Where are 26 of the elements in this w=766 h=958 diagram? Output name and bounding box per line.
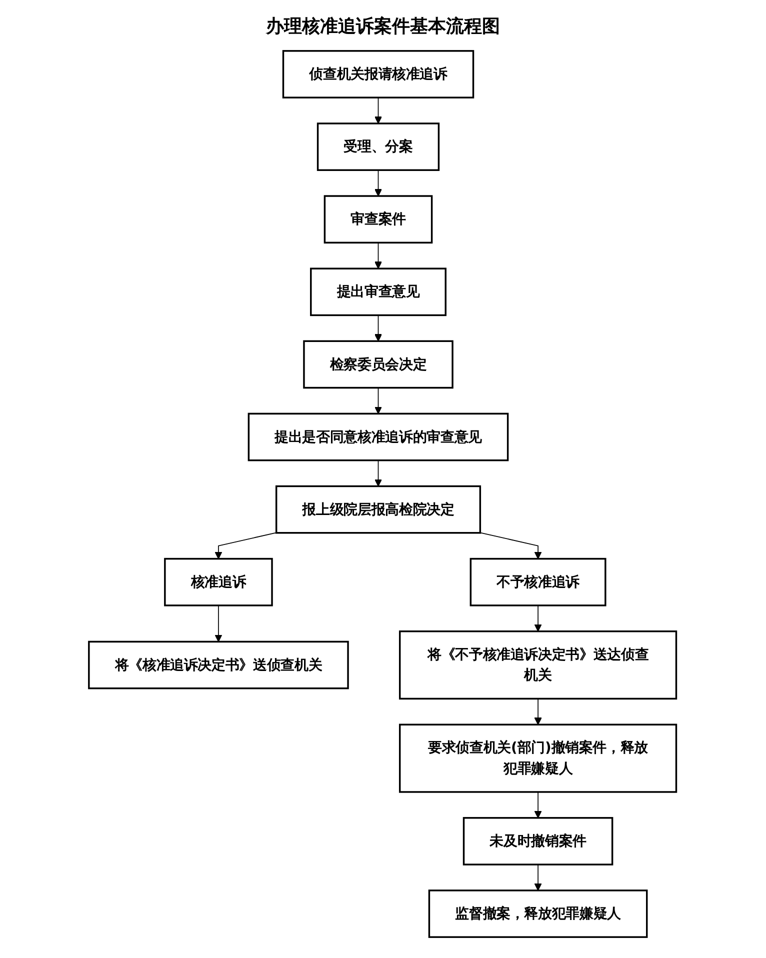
arrow [215,604,223,642]
diagram-title: 办理核准追诉案件基本流程图 [264,15,501,38]
arrow [534,864,542,891]
arrow [480,532,542,560]
node-box: 核准追诉 [164,558,274,606]
arrow [534,698,542,725]
arrow [374,460,382,487]
node-box: 检察委员会决定 [304,340,454,389]
node-box: 提出审查意见 [310,268,447,316]
node-box: 报上级院层报高检院决定 [276,485,482,534]
node-box: 监督撤案，释放犯罪嫌疑人 [428,890,648,938]
node-box: 将《不予核准追诉决定书》送达侦查机关 [399,630,678,700]
node-box: 要求侦查机关(部门)撤销案件，释放犯罪嫌疑人 [399,724,678,793]
arrow [534,792,542,818]
node-box: 不予核准追诉 [470,558,607,606]
node-box: 未及时撤销案件 [463,817,614,866]
arrow [374,387,382,414]
node-box: 受理、分案 [317,122,440,171]
arrow [534,604,542,632]
arrow [374,170,382,196]
arrow [374,242,382,269]
node-box: 提出是否同意核准追诉的审查意见 [248,412,510,462]
arrow [374,97,382,124]
arrow [215,532,278,560]
node-box: 审查案件 [324,195,434,244]
arrow [374,314,382,342]
